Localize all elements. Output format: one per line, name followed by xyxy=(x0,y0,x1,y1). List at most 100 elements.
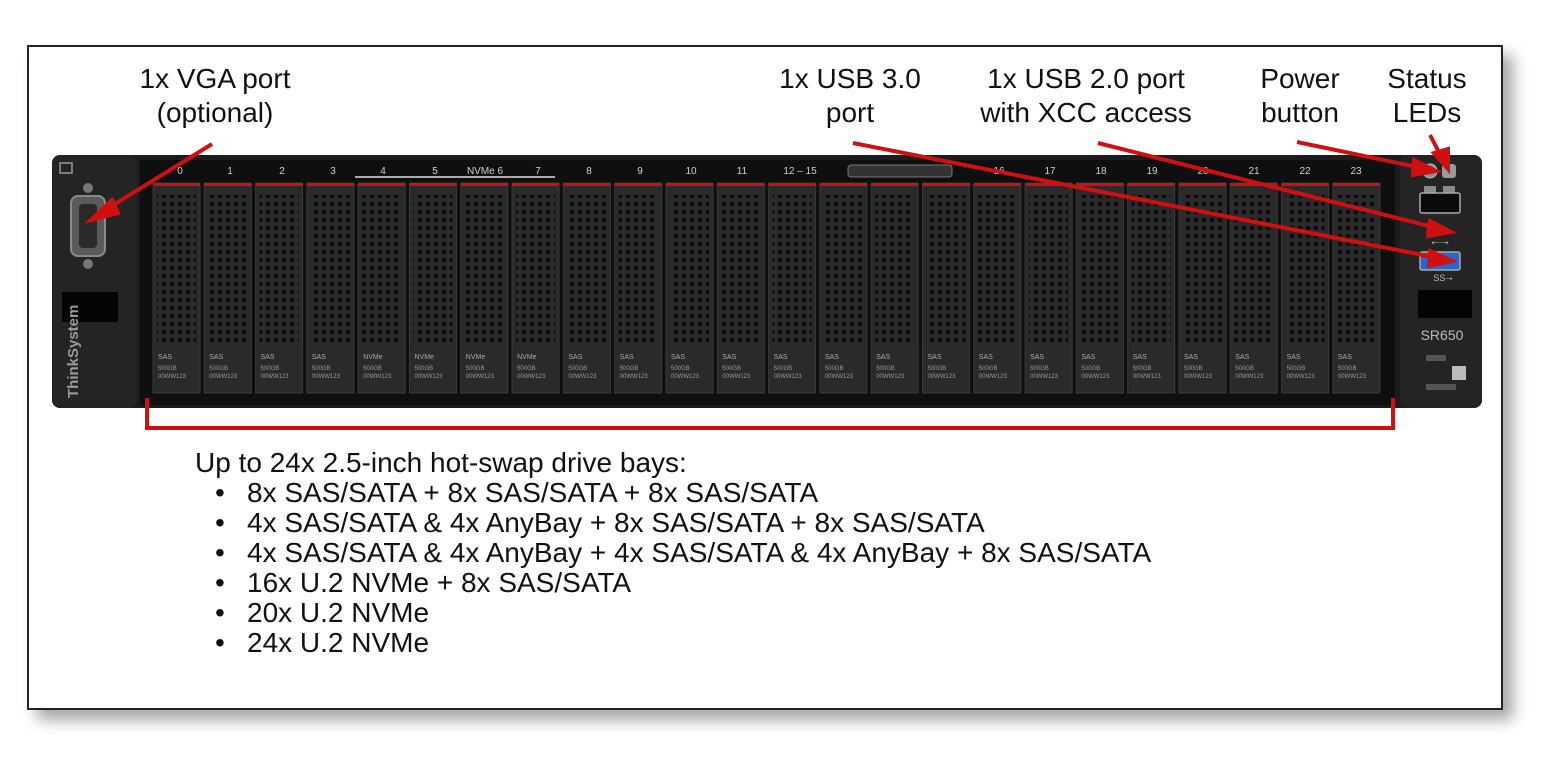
drive-capacity-label: 500GB xyxy=(1235,366,1254,372)
drive-part-label: 00WW123 xyxy=(1081,374,1110,380)
drive-capacity-label: 500GB xyxy=(363,366,382,372)
qr-code-icon xyxy=(1452,366,1466,380)
drive-type-label: SAS xyxy=(261,354,275,361)
bay-number-label: 17 xyxy=(1044,166,1056,177)
drive-part-label: 00WW123 xyxy=(671,374,700,380)
vga-connector-icon xyxy=(70,183,106,269)
drive-type-label: SAS xyxy=(1081,354,1095,361)
usb-icon[interactable] xyxy=(1419,192,1461,214)
drive-vent xyxy=(259,195,299,343)
callout-line: Status xyxy=(1387,63,1467,94)
bay-number-label: 10 xyxy=(685,166,697,177)
drive-capacity-label: 500GB xyxy=(568,366,587,372)
drive-capacity-label: 500GB xyxy=(825,366,844,372)
drive-capacity-label: 500GB xyxy=(158,366,177,372)
usb2-port-callout: 1x USB 2.0 port with XCC access xyxy=(955,62,1217,130)
list-item: 16x U.2 NVMe + 8x SAS/SATA xyxy=(215,568,1151,599)
drive-type-label: SAS xyxy=(312,354,326,361)
power-button-callout: Power button xyxy=(1245,62,1355,130)
drive-part-label: 00WW123 xyxy=(1338,374,1367,380)
drive-type-label: SAS xyxy=(876,354,890,361)
drive-part-label: 00WW123 xyxy=(1235,374,1264,380)
drive-capacity-label: 500GB xyxy=(1338,366,1357,372)
drive-capacity-label: 500GB xyxy=(928,366,947,372)
drive-capacity-label: 500GB xyxy=(671,366,690,372)
list-item: 24x U.2 NVMe xyxy=(215,628,1151,659)
callout-line: 1x USB 2.0 port xyxy=(987,63,1185,94)
drive-vent xyxy=(157,195,196,343)
drive-vent xyxy=(1080,195,1120,343)
drive-vent xyxy=(875,195,915,343)
drive-vent xyxy=(670,195,709,343)
callout-line: (optional) xyxy=(156,97,274,128)
drive-type-label: SAS xyxy=(722,354,736,361)
bay-number-label: 12 – 15 xyxy=(783,166,817,177)
status-leds-callout: Status LEDs xyxy=(1372,62,1482,130)
callout-line: with XCC access xyxy=(980,97,1192,128)
drive-part-label: 00WW123 xyxy=(363,374,392,380)
drive-capacity-label: 500GB xyxy=(517,366,536,372)
bay-number-label: 22 xyxy=(1299,166,1311,177)
drive-part-label: 00WW123 xyxy=(261,374,290,380)
list-item: 4x SAS/SATA & 4x AnyBay + 8x SAS/SATA + … xyxy=(215,508,1151,539)
drive-vent xyxy=(1131,195,1171,343)
bay-number-label: 19 xyxy=(1146,166,1158,177)
drive-type-label: SAS xyxy=(928,354,942,361)
callout-line: Power xyxy=(1260,63,1340,94)
drive-vent xyxy=(208,195,248,343)
drive-type-label: SAS xyxy=(825,354,839,361)
bay-number-label: 5 xyxy=(432,166,438,177)
bay-number-label: 21 xyxy=(1248,166,1260,177)
drive-capacity-label: 500GB xyxy=(774,366,793,372)
bay-number-label: 4 xyxy=(380,166,386,177)
bay-number-label: 1 xyxy=(227,166,233,177)
description-list: 8x SAS/SATA + 8x SAS/SATA + 8x SAS/SATA … xyxy=(195,478,1151,659)
svg-text:⭠·⭢: ⭠·⭢ xyxy=(1431,237,1448,247)
drive-part-label: 00WW123 xyxy=(415,374,444,380)
drive-type-label: SAS xyxy=(1133,354,1147,361)
drive-bay-description: Up to 24x 2.5-inch hot-swap drive bays: … xyxy=(195,448,1151,659)
model-label: SR650 xyxy=(1421,327,1464,343)
drive-vent xyxy=(1285,195,1325,343)
drive-vent xyxy=(362,195,402,343)
callout-line: port xyxy=(825,97,875,128)
list-item: 8x SAS/SATA + 8x SAS/SATA + 8x SAS/SATA xyxy=(215,478,1151,509)
drive-part-label: 00WW123 xyxy=(1287,374,1316,380)
drive-bays-bracket xyxy=(145,398,1395,430)
pull-tab[interactable] xyxy=(62,292,118,322)
pull-tab[interactable] xyxy=(1418,290,1472,318)
bay-number-label: 11 xyxy=(737,166,748,177)
drive-capacity-label: 500GB xyxy=(1081,366,1100,372)
drive-part-label: 00WW123 xyxy=(568,374,597,380)
drive-type-label: SAS xyxy=(158,354,172,361)
bay-number-label: 23 xyxy=(1350,166,1362,177)
drive-type-label: SAS xyxy=(979,354,993,361)
drive-part-label: 00WW123 xyxy=(1030,374,1059,380)
drive-capacity-label: 500GB xyxy=(1030,366,1049,372)
drive-bay-18[interactable]: SAS 500GB 00WW123 xyxy=(1075,182,1124,394)
